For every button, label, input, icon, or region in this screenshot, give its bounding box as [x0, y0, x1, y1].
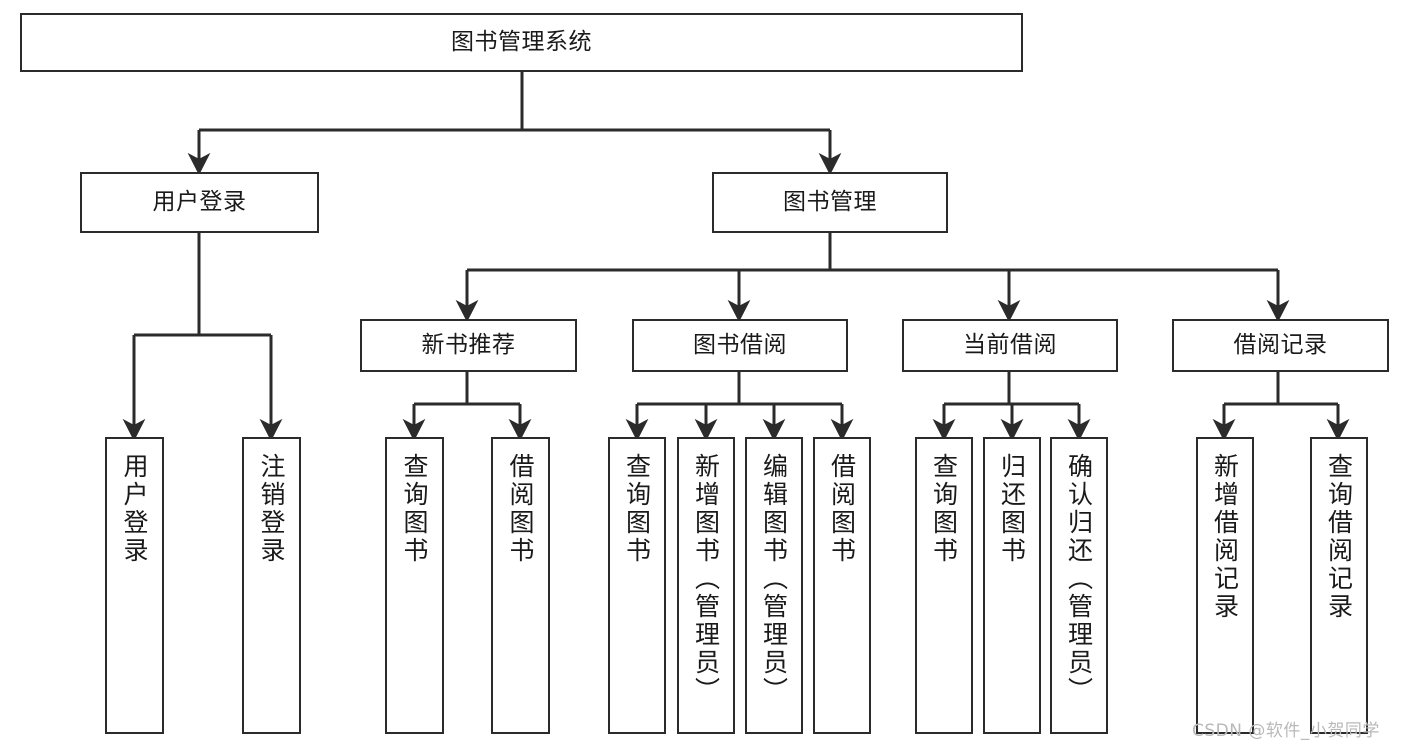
leaf-new-book-borrow[interactable]: 借阅图书: [491, 437, 550, 734]
node-label: 当前借阅: [963, 331, 1057, 358]
leaf-new-book-query[interactable]: 查询图书: [385, 437, 444, 734]
node-label: 新增借阅记录: [1210, 453, 1240, 621]
csdn-watermark: CSDN @软件_小贺同学: [1192, 721, 1380, 741]
leaf-current-confirm-return-admin[interactable]: 确认归还（管理员）: [1050, 437, 1108, 734]
leaf-user-login-logout[interactable]: 注销登录: [242, 437, 301, 734]
node-label: 注销登录: [257, 453, 286, 565]
node-label: 查询图书: [400, 453, 429, 565]
node-label: 图书借阅: [693, 331, 787, 358]
leaf-borrow-add-book-admin[interactable]: 新增图书（管理员）: [677, 437, 735, 734]
node-book-borrow[interactable]: 图书借阅: [632, 319, 848, 372]
node-label: 图书管理: [783, 188, 877, 215]
leaf-current-return-book[interactable]: 归还图书: [983, 437, 1041, 734]
leaf-borrow-edit-book-admin[interactable]: 编辑图书（管理员）: [745, 437, 803, 734]
leaf-record-query-borrow-record[interactable]: 查询借阅记录: [1310, 437, 1368, 734]
node-label: 确认归还（管理员）: [1064, 453, 1094, 705]
node-root-book-management-system[interactable]: 图书管理系统: [20, 13, 1023, 72]
leaf-record-add-borrow-record[interactable]: 新增借阅记录: [1196, 437, 1254, 734]
node-label: 借阅图书: [506, 453, 535, 565]
node-label: 新增图书（管理员）: [691, 453, 721, 705]
node-current-borrow[interactable]: 当前借阅: [902, 319, 1118, 372]
node-label: 用户登录: [120, 453, 149, 565]
leaf-borrow-borrow-book[interactable]: 借阅图书: [813, 437, 871, 734]
leaf-user-login-login[interactable]: 用户登录: [105, 437, 164, 734]
node-label: 归还图书: [997, 453, 1027, 565]
node-label: 借阅图书: [827, 453, 857, 565]
node-label: 新书推荐: [421, 331, 516, 358]
node-borrow-record[interactable]: 借阅记录: [1172, 319, 1389, 372]
node-label: 查询图书: [929, 453, 959, 565]
node-label: 借阅记录: [1233, 331, 1328, 358]
node-label: 编辑图书（管理员）: [759, 453, 789, 705]
node-user-login[interactable]: 用户登录: [80, 172, 319, 233]
node-label: 用户登录: [152, 188, 247, 215]
node-label: 图书管理系统: [451, 28, 592, 55]
node-label: 查询图书: [622, 453, 652, 565]
leaf-borrow-query-book[interactable]: 查询图书: [608, 437, 666, 734]
node-new-book-recommend[interactable]: 新书推荐: [360, 319, 577, 372]
node-label: 查询借阅记录: [1324, 453, 1354, 621]
node-book-management[interactable]: 图书管理: [712, 172, 948, 233]
leaf-current-query-book[interactable]: 查询图书: [915, 437, 973, 734]
